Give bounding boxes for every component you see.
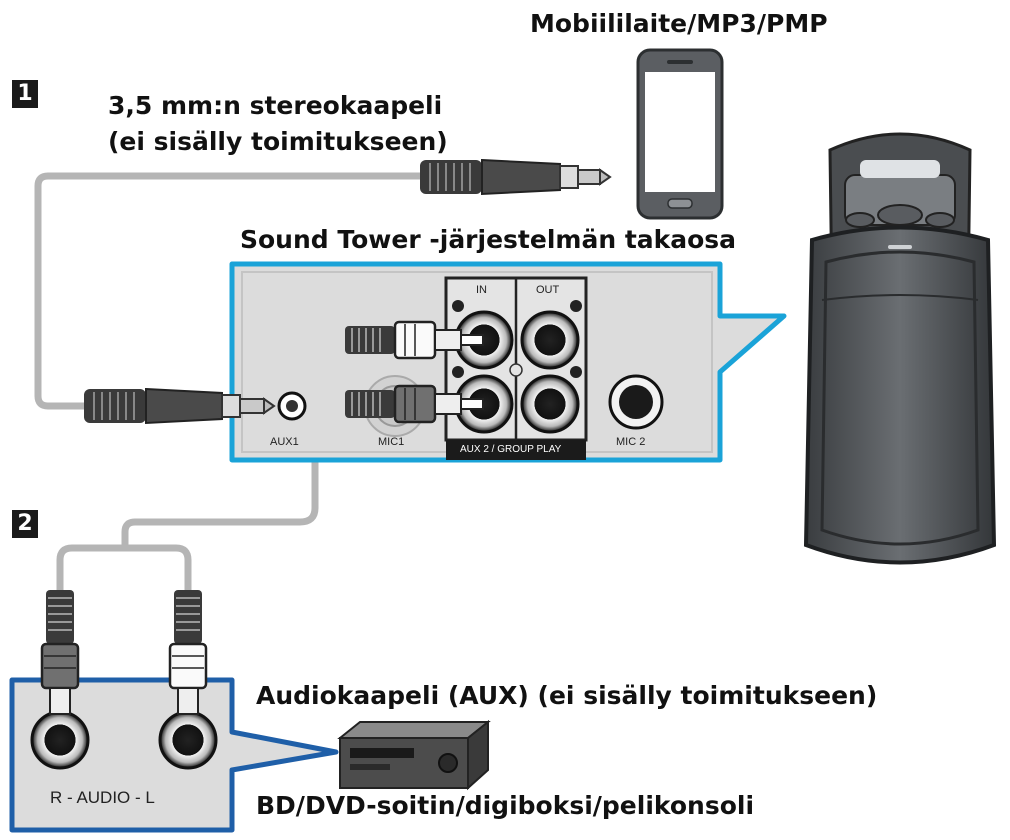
rca-plug-in-l bbox=[345, 320, 484, 360]
rear-panel-callout bbox=[229, 261, 787, 463]
step-1-badge: 1 bbox=[12, 80, 38, 108]
port-label-in: IN bbox=[476, 284, 487, 296]
audio-l-jack bbox=[158, 710, 218, 770]
label-rear-panel: Sound Tower -järjestelmän takaosa bbox=[240, 225, 737, 254]
step-2-badge: 2 bbox=[12, 510, 38, 538]
port-label-audio: R - AUDIO - L bbox=[50, 788, 155, 807]
sound-tower bbox=[803, 132, 997, 565]
label-player-device: BD/DVD-soitin/digiboksi/pelikonsoli bbox=[256, 791, 755, 820]
port-label-mic2: MIC 2 bbox=[616, 436, 646, 448]
port-label-mic1: MIC1 bbox=[378, 436, 405, 448]
player-panel-callout bbox=[9, 677, 339, 833]
aux2-out-r-jack bbox=[520, 374, 580, 434]
dvd-player bbox=[337, 719, 491, 791]
stereo-plug-top bbox=[420, 158, 612, 196]
stereo-plug-aux1 bbox=[84, 387, 276, 425]
port-label-out: OUT bbox=[536, 284, 560, 296]
label-aux-cable: Audiokaapeli (AUX) (ei sisälly toimituks… bbox=[256, 681, 878, 710]
stereo-cable bbox=[34, 172, 420, 410]
rca-plug-in-r bbox=[345, 384, 484, 424]
rca-plug-player-l bbox=[168, 590, 208, 715]
label-mobile-device: Mobiililaite/MP3/PMP bbox=[530, 9, 828, 38]
audio-r-jack bbox=[30, 710, 90, 770]
aux2-out-l-jack bbox=[520, 310, 580, 370]
aux-cable-branch bbox=[56, 544, 192, 590]
mobile-phone bbox=[636, 48, 724, 220]
label-stereo-cable: 3,5 mm:n stereokaapeli (ei sisälly toimi… bbox=[108, 91, 448, 156]
rca-plug-player-r bbox=[40, 590, 80, 715]
port-label-aux2: AUX 2 / GROUP PLAY bbox=[460, 444, 562, 455]
port-label-aux1: AUX1 bbox=[270, 436, 299, 448]
